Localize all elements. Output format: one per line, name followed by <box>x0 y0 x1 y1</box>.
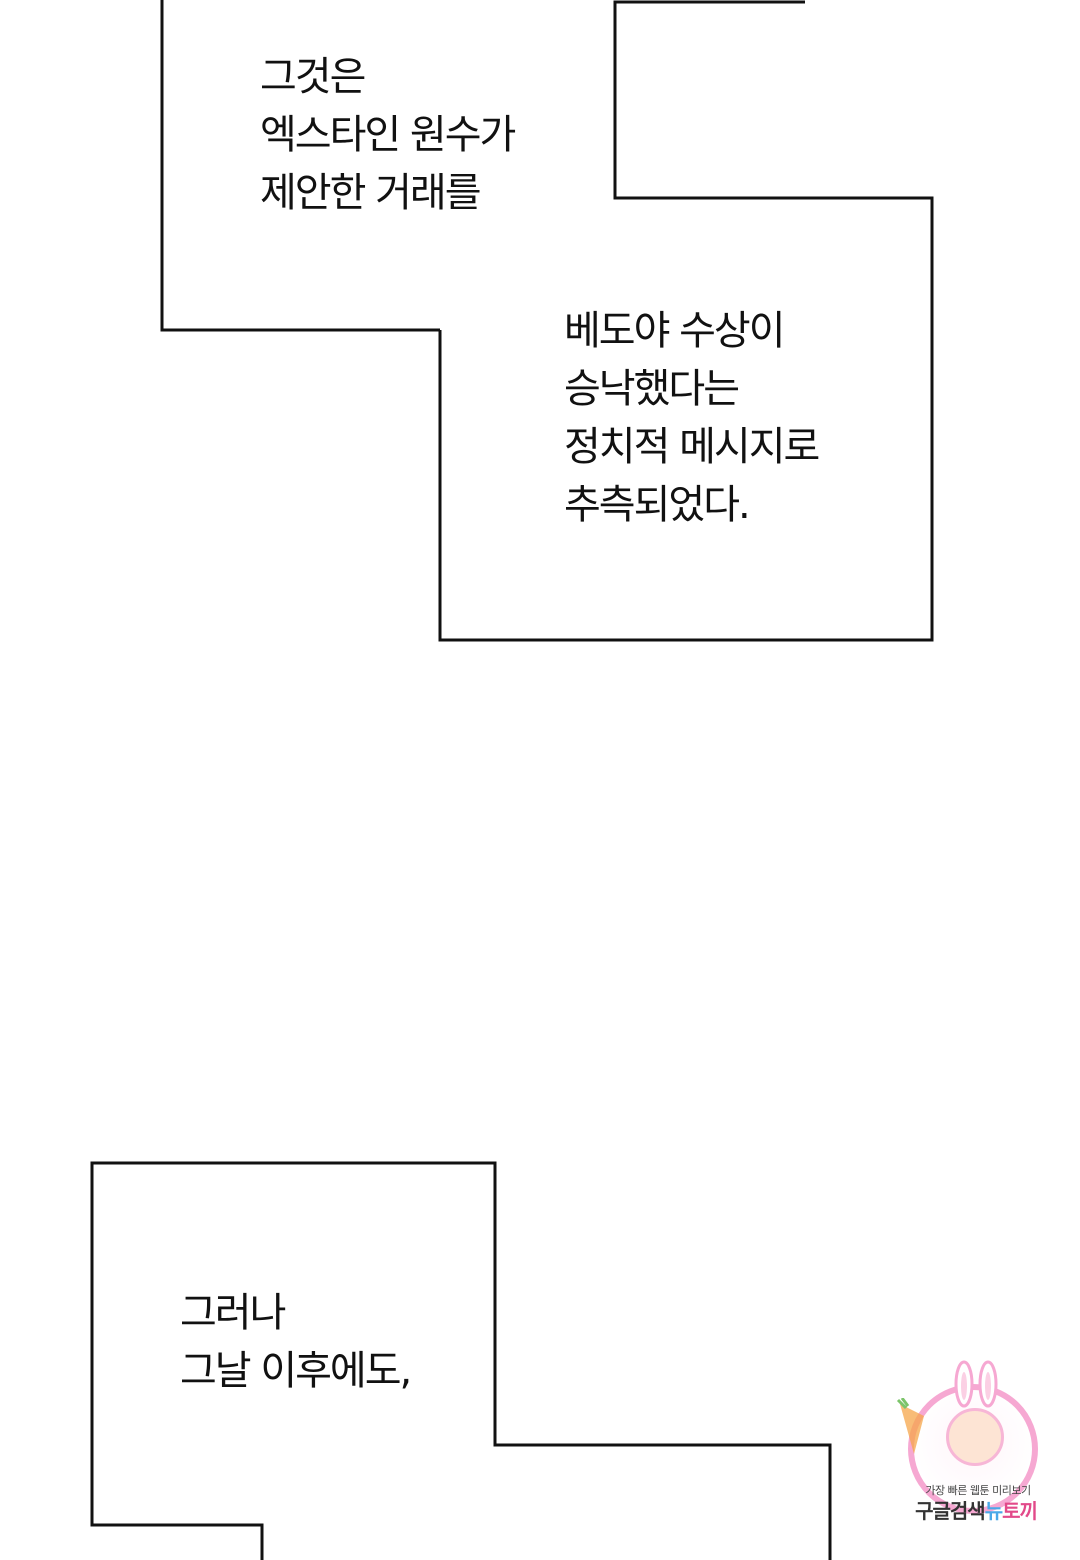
narration-line: 정치적 메시지로 <box>564 424 820 470</box>
narration-box-top-left <box>160 0 440 332</box>
narration-line: 엑스타인 원수가 <box>260 112 516 158</box>
narration-box-bottom <box>90 1161 832 1560</box>
narration-line: 추측되었다. <box>564 482 751 528</box>
narration-text-top-left: 그것은 엑스타인 원수가 제안한 거래를 <box>260 48 516 222</box>
watermark-brand: 구글검색뉴토끼 <box>900 1498 1052 1524</box>
narration-text-bottom: 그러나 그날 이후에도, <box>180 1284 412 1400</box>
narration-line: 그러나 <box>180 1290 286 1336</box>
watermark-tagline: 가장 빠른 웹툰 미리보기 <box>925 1484 1031 1497</box>
narration-line: 그것은 <box>260 54 366 100</box>
watermark-brand-part3: 토끼 <box>1002 1499 1038 1523</box>
narration-line: 베도야 수상이 <box>564 308 786 354</box>
watermark-logo: 가장 빠른 웹툰 미리보기 구글검색뉴토끼 <box>896 1360 1056 1540</box>
watermark-brand-part1: 구글검색 <box>915 1499 986 1523</box>
watermark-brand-part2: 뉴 <box>984 1499 1003 1523</box>
narration-line: 그날 이후에도, <box>180 1348 412 1394</box>
narration-line: 승낙했다는 <box>564 366 740 412</box>
mascot-face-icon <box>946 1408 1004 1466</box>
narration-line: 제안한 거래를 <box>260 170 482 216</box>
narration-text-top-right: 베도야 수상이 승낙했다는 정치적 메시지로 추측되었다. <box>564 302 820 534</box>
narration-box-top-right <box>438 0 934 642</box>
bunny-ears-icon <box>954 1360 998 1408</box>
carrot-icon <box>896 1398 924 1454</box>
